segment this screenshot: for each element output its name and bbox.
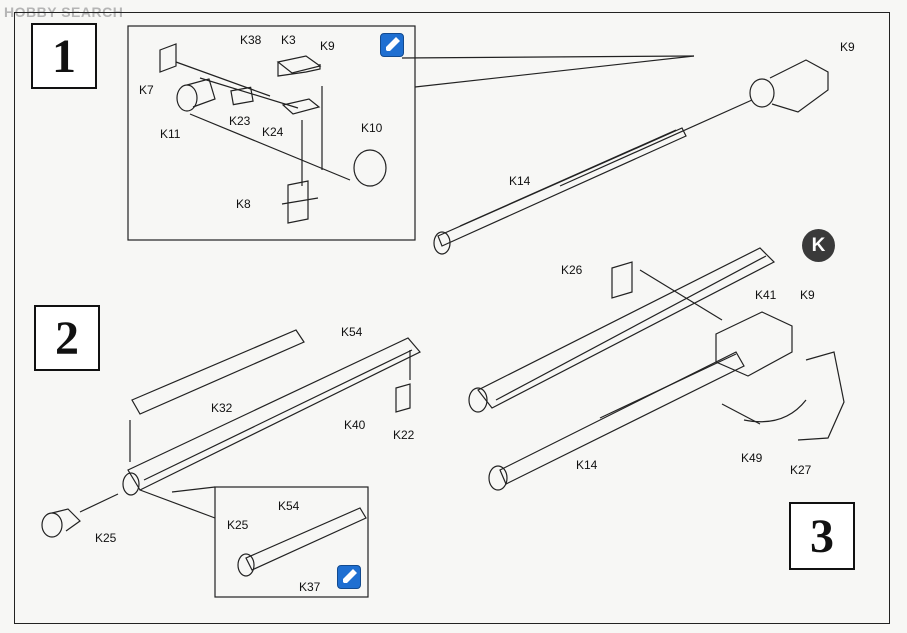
part-k26-step3 [611, 261, 633, 299]
part-k8 [281, 180, 319, 224]
step-number-2: 2 [34, 305, 100, 371]
diagram-frame [14, 12, 890, 624]
label-k24: K24 [262, 125, 284, 139]
part-k38-k3-k9 [276, 55, 322, 77]
part-k22 [395, 383, 411, 413]
label-k9-mid: K9 [800, 288, 815, 302]
label-k54: K54 [341, 325, 363, 339]
label-k9-top: K9 [840, 40, 855, 54]
label-k10: K10 [361, 121, 383, 135]
part-k27 [797, 351, 845, 441]
part-k40-rail [127, 337, 421, 491]
part-k25 [41, 512, 63, 538]
label-k9-detail: K9 [320, 39, 335, 53]
label-k26: K26 [561, 263, 583, 277]
label-k27: K27 [790, 463, 812, 477]
label-k22: K22 [393, 428, 415, 442]
callout-line-lower [414, 55, 695, 88]
part-k41-k9-block [715, 311, 793, 377]
part-k49 [743, 399, 807, 423]
label-k3: K3 [281, 33, 296, 47]
part-k24 [281, 98, 321, 115]
detail-box-step1 [127, 25, 416, 241]
detail-box-step2 [214, 486, 369, 598]
part-k7 [159, 43, 177, 73]
label-k14-bottom: K14 [576, 458, 598, 472]
barrel-k14-bottom [499, 351, 745, 485]
label-k25: K25 [95, 531, 117, 545]
label-k23: K23 [229, 114, 251, 128]
label-k54-detail: K54 [278, 499, 300, 513]
step-number-3: 3 [789, 502, 855, 570]
label-k25-detail: K25 [227, 518, 249, 532]
label-k8: K8 [236, 197, 251, 211]
label-k7: K7 [139, 83, 154, 97]
label-k14-top: K14 [509, 174, 531, 188]
part-k23 [230, 86, 254, 106]
label-k38: K38 [240, 33, 262, 47]
label-k41: K41 [755, 288, 777, 302]
callout-line-upper [401, 55, 695, 59]
step-number-1: 1 [31, 23, 97, 89]
label-k11: K11 [160, 127, 181, 141]
label-k37: K37 [299, 580, 321, 594]
label-k49: K49 [741, 451, 763, 465]
runner-k-badge: K [802, 229, 835, 262]
glue-icon [380, 33, 404, 57]
part-k10 [353, 149, 387, 187]
part-k9-top [749, 78, 775, 108]
label-k40: K40 [344, 418, 366, 432]
label-k32: K32 [211, 401, 233, 415]
glue-icon [337, 565, 361, 589]
detail-k54-k37 [245, 507, 367, 571]
part-k32 [131, 329, 305, 415]
